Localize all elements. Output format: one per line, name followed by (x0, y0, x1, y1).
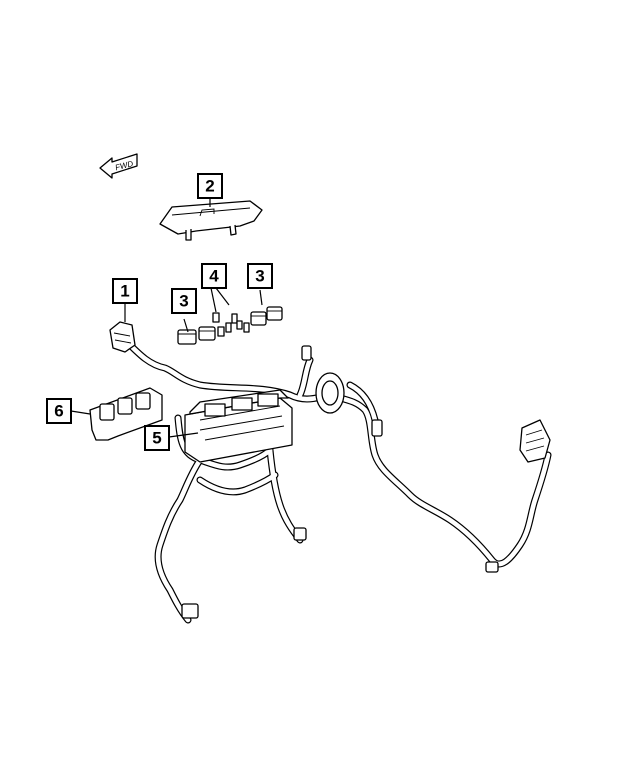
callout-1-label: 1 (120, 282, 129, 301)
callout-3a: 3 (171, 288, 197, 314)
firewall-grommet (315, 372, 345, 414)
callout-6-label: 6 (54, 402, 63, 421)
leader-lines (70, 199, 263, 438)
fuse-box (184, 389, 293, 463)
relay-left (177, 329, 197, 345)
callout-3b: 3 (247, 263, 273, 289)
connector-lower-right (485, 561, 499, 573)
callout-4: 4 (201, 263, 227, 289)
harness-connector (109, 321, 136, 353)
wiring-harness (124, 339, 552, 624)
callout-3b-label: 3 (255, 267, 264, 286)
callout-3a-label: 3 (179, 292, 188, 311)
connector-top (301, 345, 312, 361)
callout-2: 2 (197, 173, 223, 199)
fwd-label: FWD (114, 159, 134, 172)
relay-right (250, 311, 267, 326)
callout-4-label: 4 (209, 267, 219, 286)
fwd-arrow-icon: FWD (99, 153, 138, 179)
connector-right-end (519, 419, 551, 463)
callout-2-label: 2 (205, 177, 214, 196)
connector-bottom-mid (293, 527, 307, 541)
connector-right-upper (371, 419, 383, 437)
callout-5-label: 5 (152, 429, 161, 448)
callout-6: 6 (46, 398, 72, 424)
callout-5: 5 (144, 425, 170, 451)
fuse-box-cover (159, 200, 263, 241)
fuses (212, 312, 250, 337)
relay-right-2 (266, 306, 283, 321)
relay-left-2 (198, 326, 216, 341)
connector-bottom-left (181, 603, 199, 619)
callout-1: 1 (112, 278, 138, 304)
fuse-box-bracket (89, 387, 163, 441)
